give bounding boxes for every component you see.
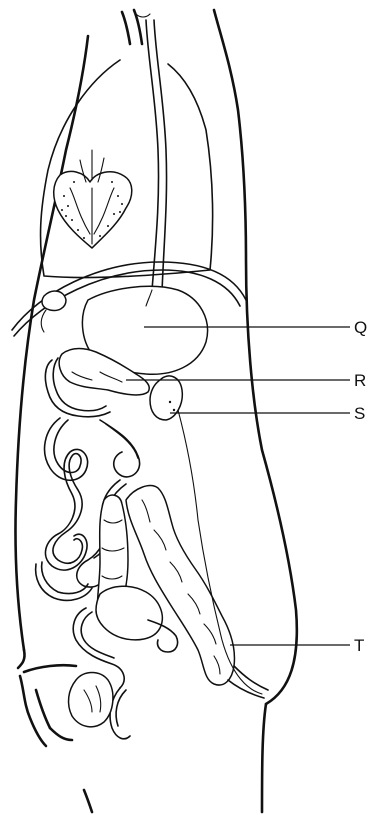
- lower-pelvic-organs: [20, 586, 178, 746]
- labels: Q R S T: [354, 318, 367, 655]
- label-r: R: [354, 371, 366, 390]
- label-q: Q: [354, 318, 367, 337]
- heart: [54, 150, 132, 248]
- label-s: S: [354, 404, 365, 423]
- esophagus: [136, 14, 167, 292]
- label-t: T: [354, 636, 364, 655]
- gallbladder: [41, 291, 66, 332]
- large-intestine: [126, 486, 268, 698]
